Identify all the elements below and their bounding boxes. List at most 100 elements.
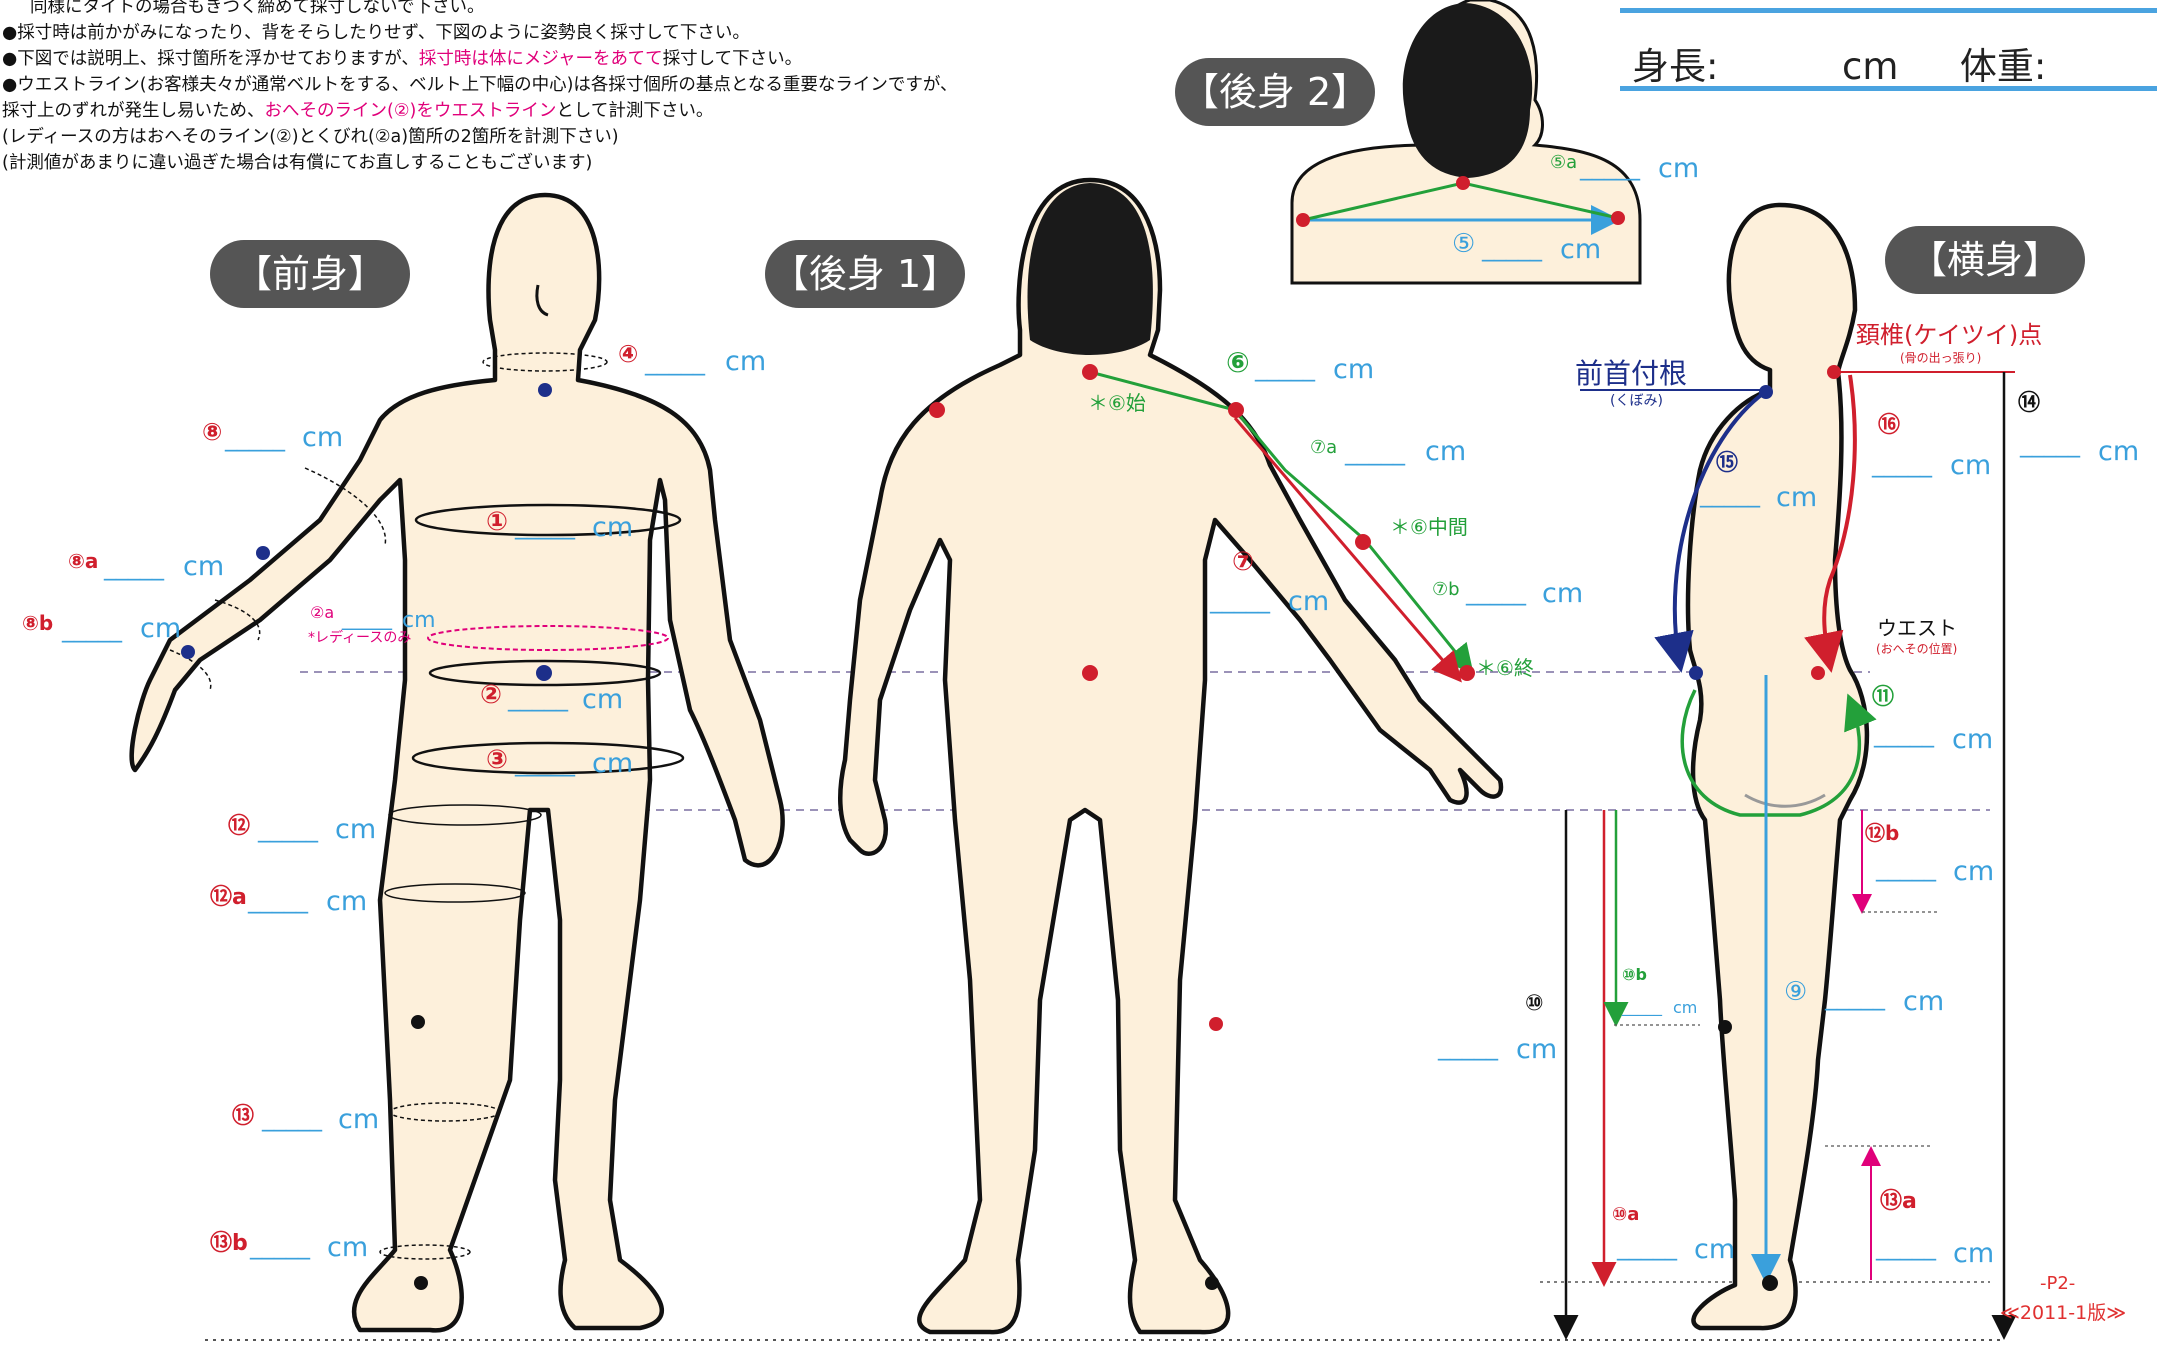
mark-7: ⑦	[1232, 547, 1254, 577]
side-crotch-mark	[1744, 793, 1826, 808]
blank-5: _____	[1481, 234, 1543, 262]
back2-label: 【後身 2】	[1181, 70, 1369, 114]
back2-panel	[1290, 0, 1642, 285]
back2-head	[1402, 3, 1533, 178]
label-2[interactable]: ②_____cm	[480, 680, 623, 715]
instruction-line-3: ●下図では説明上、採寸箇所を浮かせておりますが、採寸時は体にメジャーをあてて採寸…	[2, 46, 1062, 72]
label-8a[interactable]: ⑧a_____cm	[68, 549, 224, 582]
page-number: -P2-	[2040, 1273, 2076, 1294]
blank-5a: _____	[1579, 153, 1641, 181]
cm-13a: cm	[1953, 1238, 1994, 1269]
cm-7b: cm	[1542, 578, 1583, 609]
mark-13a: ⑬a	[1880, 1188, 1917, 1214]
label-4[interactable]: ④_____cm	[618, 340, 766, 377]
blank-12b: _____	[1875, 854, 1937, 882]
back-figure	[838, 177, 1504, 1335]
sleeve-line-red	[1233, 417, 1462, 683]
instruction-line-3c: 採寸して下さい。	[662, 49, 803, 69]
right-shoulder-point	[1228, 402, 1244, 418]
side-navel-point	[1689, 666, 1703, 680]
mark-10b: ⑩b	[1622, 965, 1647, 984]
label-7b[interactable]: ⑦b_____cm	[1432, 578, 1583, 609]
cm-13: cm	[338, 1104, 379, 1135]
blank-10b: _____	[1621, 997, 1663, 1017]
mark-8: ⑧	[202, 418, 222, 446]
front-label-pill	[210, 240, 410, 308]
label-12[interactable]: ⑫_____cm	[228, 813, 376, 845]
instruction-line-4: ●ウエストライン(お客様夫々が通常ベルトをする、ベルト上下幅の中心)は各採寸個所…	[2, 75, 958, 95]
upper-arm-ring	[304, 467, 387, 546]
front-label: 【前身】	[234, 252, 386, 296]
cm-8a: cm	[183, 551, 224, 582]
cm-11: cm	[1952, 724, 1993, 755]
label-11[interactable]: ⑪_____cm	[1872, 684, 1993, 755]
label-8b[interactable]: ⑧b_____cm	[22, 611, 181, 644]
blank-12a: _____	[247, 886, 309, 914]
label-10b[interactable]: ⑩b_____cm	[1621, 965, 1697, 1017]
instruction-line-2: ●採寸時は前かがみになったり、背をそらしたりせず、下図のように姿勢良く採寸して下…	[2, 23, 750, 43]
wrist-point	[181, 645, 195, 659]
blank-10a: _____	[1616, 1233, 1678, 1261]
label-10a[interactable]: ⑩a_____cm	[1612, 1204, 1735, 1265]
chest-ring	[414, 503, 682, 537]
side-figure	[1553, 202, 2017, 1340]
instruction-line-5c: として計測下さい。	[556, 101, 714, 121]
label-16[interactable]: ⑯_____cm	[1871, 412, 1991, 481]
edition-label: ≪2011-1版≫	[2000, 1302, 2127, 1324]
blank-8a: _____	[103, 553, 165, 581]
label-3[interactable]: ③_____cm	[486, 745, 633, 779]
back-knee-point	[1209, 1017, 1223, 1031]
label-8[interactable]: ⑧_____cm	[202, 418, 343, 453]
mark-10: ⑩	[1525, 991, 1544, 1016]
label-10[interactable]: ⑩_____cm	[1437, 991, 1557, 1065]
label-13b[interactable]: ⑬b_____cm	[210, 1230, 368, 1263]
cm-12: cm	[335, 814, 376, 845]
blank-8b: _____	[61, 615, 123, 643]
cm-4: cm	[725, 346, 766, 377]
label-12b[interactable]: ⑫b_____cm	[1865, 821, 1994, 887]
front-body-outline	[129, 192, 785, 1333]
back2-neck-point	[1456, 176, 1470, 190]
instruction-line-1: 同様にタイトの場合もきつく締めて採寸しないで下さい。	[30, 0, 485, 17]
blank-3: _____	[514, 749, 576, 777]
mark-5: ⑤	[1452, 229, 1475, 259]
front-length-arrow	[1654, 390, 1767, 673]
label-15[interactable]: ⑮_____cm	[1699, 450, 1817, 513]
mark-11: ⑪	[1872, 684, 1894, 710]
mark-2: ②	[480, 680, 502, 710]
label-9[interactable]: ⑨_____cm	[1784, 977, 1944, 1017]
wrist-ring	[169, 649, 212, 691]
mark-12: ⑫	[228, 813, 250, 839]
back-body-outline	[838, 177, 1504, 1335]
mark-6: ⑥	[1226, 346, 1250, 379]
label-6[interactable]: ⑥_____cm	[1226, 346, 1374, 385]
label-12a[interactable]: ⑫a_____cm	[210, 884, 367, 917]
side-label: 【横身】	[1909, 238, 2061, 282]
label-14[interactable]: ⑭_____cm	[2018, 390, 2139, 467]
cm-13b: cm	[327, 1232, 368, 1263]
cm-3: cm	[592, 748, 633, 779]
label-7[interactable]: ⑦_____cm	[1209, 547, 1329, 617]
mark-4: ④	[618, 340, 638, 368]
label-5[interactable]: ⑤_____ cm	[1452, 229, 1601, 265]
calf-ring	[389, 1102, 501, 1122]
label-13a[interactable]: ⑬a_____cm	[1875, 1188, 1994, 1269]
header-rule-bottom	[1620, 86, 2157, 91]
mark-12a: ⑫a	[210, 884, 247, 910]
blank-6: _____	[1254, 354, 1316, 382]
mark-13b: ⑬b	[210, 1230, 248, 1256]
navel-point	[536, 665, 552, 681]
mark-9: ⑨	[1784, 977, 1807, 1007]
instruction-line-5a: 採寸上のずれが発生し易いため、	[2, 101, 265, 121]
label-13[interactable]: ⑬_____cm	[232, 1103, 379, 1135]
label-2a[interactable]: ②a_____cm*レディースのみ	[308, 603, 436, 646]
label-1[interactable]: ①_____cm	[486, 507, 633, 543]
cm-16: cm	[1950, 450, 1991, 481]
mark-7b: ⑦b	[1432, 579, 1460, 600]
cm-5: cm	[1560, 234, 1601, 265]
label-7a[interactable]: ⑦a_____cm	[1310, 436, 1466, 467]
cm-5a: cm	[1658, 153, 1699, 184]
back1-label-pill	[765, 240, 965, 308]
label-5a[interactable]: ⑤a_____cm	[1550, 152, 1699, 184]
